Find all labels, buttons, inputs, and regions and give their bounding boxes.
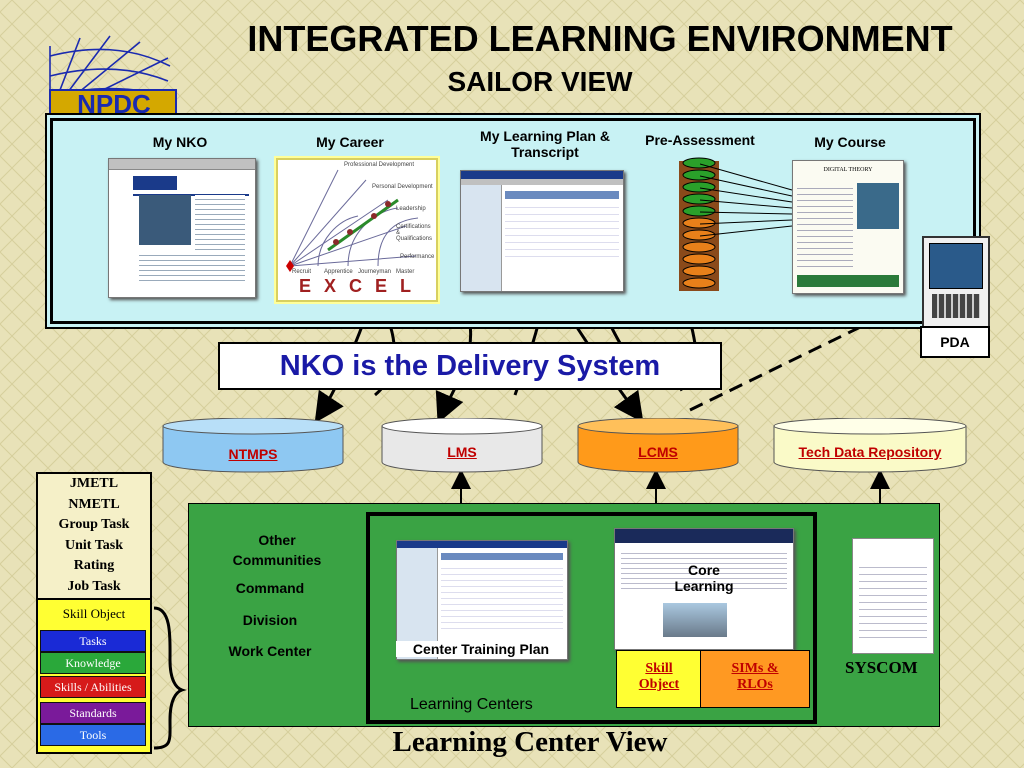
db-ntmps[interactable]: NTMPS	[228, 446, 278, 462]
center-training-plan-label: Center Training Plan	[396, 641, 566, 657]
chip-skills-abilities: Skills / Abilities	[40, 676, 146, 698]
skill-object-stack: Skill Object Tasks Knowledge Skills / Ab…	[36, 598, 152, 754]
level-nmetl: NMETL	[68, 496, 120, 512]
page-subtitle: SAILOR VIEW	[447, 66, 633, 97]
sims-rlos-label: SIMs & RLOs	[731, 661, 779, 692]
career-lbl-recruit: Recruit	[292, 269, 312, 275]
npdc-logo: NPDC	[40, 26, 186, 120]
career-lbl-lead: Leadership	[396, 206, 426, 212]
course-title: DIGITAL THEORY	[823, 167, 873, 173]
learning-centers-label: Learning Centers	[410, 696, 533, 713]
nko-portal-thumbnail[interactable]	[108, 158, 256, 298]
career-lbl-personal: Personal Development	[372, 184, 433, 190]
skill-object-box: Skill Object	[616, 650, 702, 708]
level-jmetl: JMETL	[69, 476, 119, 491]
community-division: Division	[242, 612, 298, 628]
chip-tools: Tools	[40, 724, 146, 746]
community-command: Command	[235, 580, 305, 596]
career-lbl-pro: Professional Development	[344, 162, 415, 168]
logo-text: NPDC	[77, 89, 151, 119]
core-learning-label: Core Learning	[674, 562, 734, 594]
center-training-plan-thumbnail[interactable]	[396, 540, 568, 660]
career-lbl-perf: Performance	[400, 254, 435, 260]
db-tech-data-repository[interactable]: Tech Data Repository	[798, 444, 942, 460]
level-rating: Rating	[73, 558, 115, 573]
pre-assessment-graphic[interactable]	[655, 155, 745, 295]
learning-centers-box	[366, 512, 817, 724]
chip-tasks: Tasks	[40, 630, 146, 652]
sims-rlos-box: SIMs & RLOs	[700, 650, 810, 708]
learning-plan-thumbnail[interactable]	[460, 170, 624, 292]
skill-object-title: Skill Object	[62, 606, 126, 621]
level-job-task: Job Task	[67, 578, 121, 594]
career-lbl-apprentice: Apprentice	[324, 269, 353, 275]
my-course-thumbnail[interactable]: DIGITAL THEORY	[792, 160, 904, 294]
level-unit-task: Unit Task	[65, 537, 123, 553]
career-lbl-master: Master	[396, 269, 415, 275]
excel-text: E X C E L	[298, 276, 415, 296]
core-learning-thumbnail[interactable]	[614, 528, 794, 650]
label-my-course: My Course	[814, 134, 886, 150]
level-group-task: Group Task	[58, 517, 130, 532]
database-cylinders	[162, 418, 967, 473]
community-other: Other Communities	[232, 532, 322, 568]
assessment-links	[700, 163, 793, 237]
skill-object-label: Skill Object	[638, 661, 680, 692]
page-title: INTEGRATED LEARNING ENVIRONMENT	[247, 18, 953, 59]
label-my-nko: My NKO	[152, 134, 208, 150]
learning-center-view-title: Learning Center View	[392, 726, 668, 758]
delivery-system-banner: NKO is the Delivery System	[218, 342, 722, 390]
label-learning-plan: My Learning Plan & Transcript	[480, 128, 610, 160]
label-pre-assessment: Pre-Assessment	[645, 132, 755, 148]
career-lbl-journeyman: Journeyman	[358, 269, 392, 275]
career-lbl-cert: Certifications & Qualifications	[396, 224, 433, 242]
chip-knowledge: Knowledge	[40, 652, 146, 674]
task-levels-box: JMETL NMETL Group Task Unit Task Rating …	[36, 472, 152, 604]
career-excel-thumbnail[interactable]: Professional Development Personal Develo…	[276, 158, 438, 302]
pda-device[interactable]	[922, 236, 990, 328]
db-lms[interactable]: LMS	[447, 444, 477, 460]
syscom-document[interactable]	[852, 538, 934, 654]
pda-label: PDA	[920, 326, 990, 358]
syscom-label: SYSCOM	[845, 658, 918, 677]
community-work-center: Work Center	[228, 643, 312, 659]
db-lcms[interactable]: LCMS	[638, 444, 678, 460]
chip-standards: Standards	[40, 702, 146, 724]
label-my-career: My Career	[316, 134, 384, 150]
